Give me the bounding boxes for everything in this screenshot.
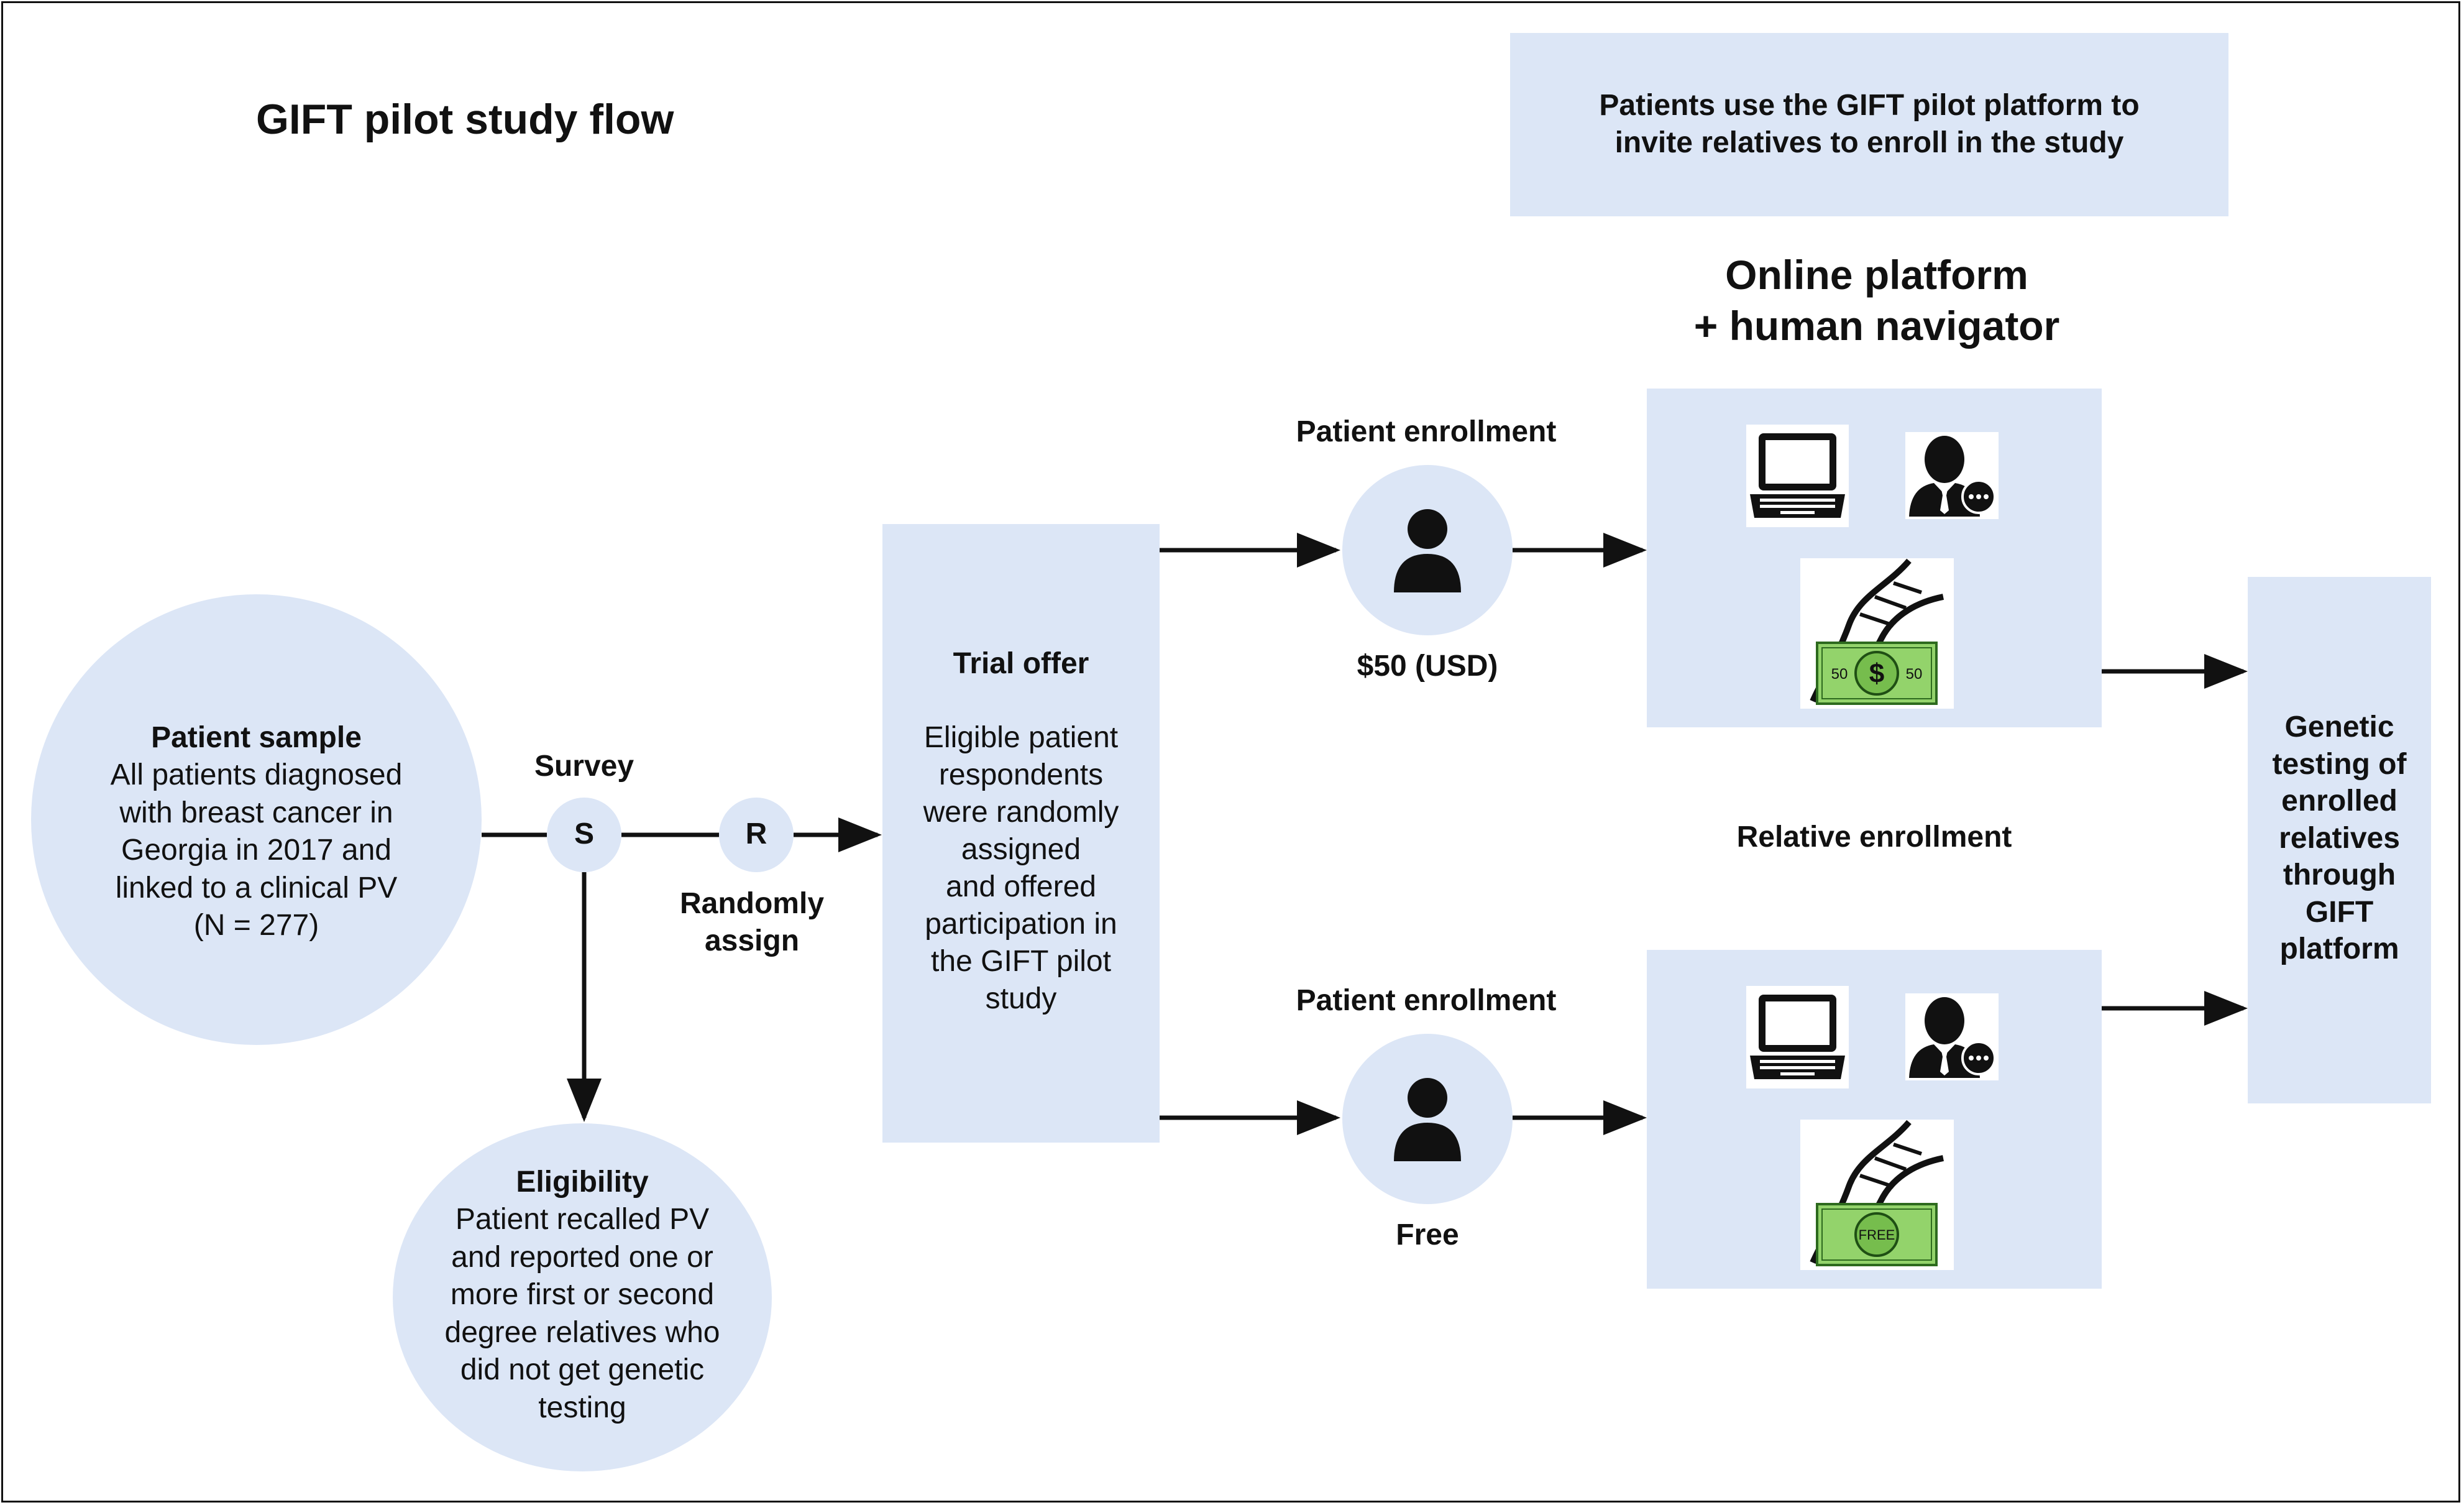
trial-offer-line: and offered [946, 870, 1096, 903]
trial-offer-line: participation in [925, 908, 1117, 941]
arm2-patient-circle [1342, 1034, 1513, 1204]
survey-node [547, 798, 621, 872]
arm1-incentive: $50 (USD) [1357, 650, 1498, 683]
platform-heading: Online platform + human navigator [1603, 250, 2150, 352]
relative-enrollment-label: Relative enrollment [1736, 821, 2012, 854]
top-note-text: Patients use the GIFT pilot platform to … [1599, 89, 2140, 160]
navigator-icon [1905, 432, 1999, 519]
arm1-patient-circle [1342, 465, 1513, 635]
laptop-icon [1746, 425, 1849, 527]
patient-sample-line: (N = 277) [193, 909, 319, 942]
person-icon [1394, 509, 1461, 592]
arm1-enrollment-label: Patient enrollment [1296, 415, 1557, 448]
trial-offer-line: the GIFT pilot [931, 945, 1111, 978]
trial-offer-box [882, 524, 1160, 1143]
randomize-label-line-2: assign [704, 924, 800, 958]
outcome-line: testing of [2272, 747, 2407, 781]
arm2-enrollment-label: Patient enrollment [1296, 984, 1557, 1017]
randomize-label: Randomly assign [659, 885, 845, 960]
eligibility-line: more first or second [450, 1278, 715, 1312]
randomize-label-line-1: Randomly [679, 887, 825, 920]
trial-offer-heading: Trial offer [953, 647, 1089, 680]
eligibility-line: and reported one or [451, 1240, 713, 1274]
outcome-line: Genetic [2284, 711, 2394, 743]
laptop-icon [1746, 986, 1849, 1088]
bill-value-right: 50 [1906, 666, 1923, 683]
eligibility-line: testing [538, 1391, 626, 1424]
bill-value-left: 50 [1831, 666, 1848, 683]
eligibility-heading: Eligibility [516, 1166, 649, 1199]
trial-offer-line: were randomly [923, 796, 1119, 829]
trial-offer-line: Eligible patient [923, 721, 1119, 754]
trial-offer-text: Trial offer Eligible patient respondents… [882, 645, 1160, 1018]
arm2-incentive: Free [1396, 1218, 1459, 1251]
top-note-box [1510, 33, 2228, 216]
bill-symbol: $ [1869, 658, 1884, 689]
page-title: GIFT pilot study flow [256, 96, 674, 143]
patient-sample-line: All patients diagnosed [110, 758, 403, 792]
trial-offer-line: assigned [961, 833, 1081, 866]
eligibility-text: Eligibility Patient recalled PV and repo… [405, 1164, 759, 1427]
patient-sample-line: Georgia in 2017 and [121, 834, 392, 867]
outcome-line: platform [2279, 932, 2399, 966]
patient-sample-line: with breast cancer in [119, 796, 393, 829]
outcome-line: through [2283, 858, 2396, 892]
eligibility-line: degree relatives who [444, 1315, 720, 1349]
randomize-node [719, 798, 794, 872]
platform-heading-line-1: Online platform [1725, 252, 2028, 298]
trial-offer-line: respondents [938, 758, 1104, 791]
outcome-line: relatives [2279, 821, 2400, 855]
eligibility-line: did not get genetic [460, 1353, 705, 1387]
outcome-line: GIFT [2305, 895, 2374, 929]
dollar-bill-icon: $ 50 50 [1816, 642, 1938, 705]
bill-free-text: FREE [1859, 1227, 1895, 1243]
free-bill-icon: FREE [1816, 1203, 1938, 1266]
survey-node-letter: S [574, 817, 594, 850]
outcome-box [2248, 577, 2431, 1103]
randomize-node-letter: R [745, 817, 767, 850]
trial-offer-line: study [985, 982, 1057, 1015]
patient-sample-heading: Patient sample [151, 721, 362, 754]
patient-sample-text: Patient sample All patients diagnosed wi… [56, 719, 457, 945]
navigator-icon [1905, 993, 1999, 1080]
eligibility-line: Patient recalled PV [455, 1203, 710, 1236]
outcome-line: enrolled [2281, 785, 2398, 818]
patient-sample-circle [31, 594, 482, 1045]
patient-sample-line: linked to a clinical PV [115, 871, 398, 904]
outcome-text: Genetic testing of enrolled relatives th… [2248, 709, 2431, 968]
person-icon [1394, 1078, 1461, 1161]
platform-heading-line-2: + human navigator [1693, 302, 2060, 349]
eligibility-circle [393, 1123, 772, 1471]
survey-label: Survey [534, 750, 634, 783]
